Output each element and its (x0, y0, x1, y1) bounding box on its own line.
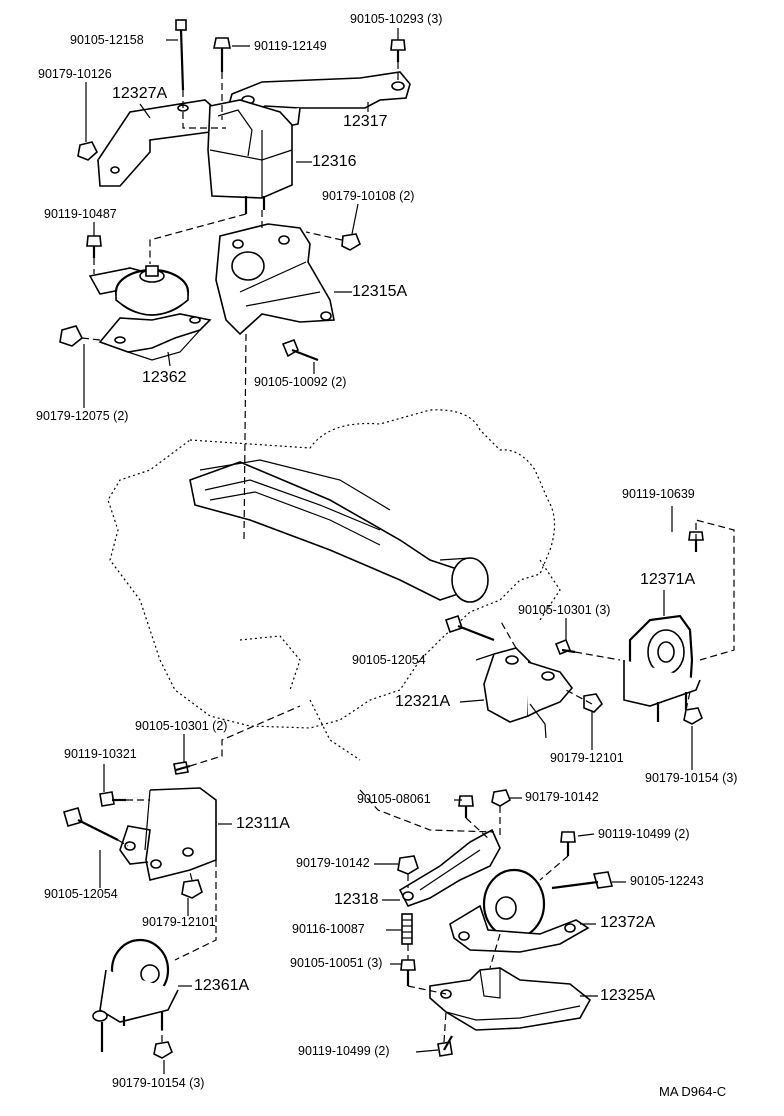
label-12317: 12317 (343, 113, 388, 130)
bracket-12315A (215, 223, 335, 336)
diagram-reference-code: MA D964-C (659, 1084, 727, 1099)
nut-90179-10126 (77, 141, 98, 161)
label-90105-10301-2: 90105-10301 (2) (135, 719, 228, 733)
bolt-90105-12054-left (63, 807, 119, 841)
bolt-90105-12243 (551, 871, 614, 890)
label-90105-10293: 90105-10293 (3) (350, 12, 443, 26)
bolt-90105-12158 (175, 19, 187, 91)
label-12325A: 12325A (600, 987, 656, 1004)
engine-mount-12361A (92, 938, 179, 1052)
label-90179-12101-left: 90179-12101 (142, 915, 216, 929)
bolt-90105-10301-left (173, 761, 191, 775)
label-90105-10092: 90105-10092 (2) (254, 375, 347, 389)
bracket-12321A (483, 647, 574, 739)
label-90119-10487: 90119-10487 (44, 207, 117, 221)
label-90179-10154-right: 90179-10154 (3) (645, 771, 738, 785)
bolt-90105-10051 (400, 959, 416, 986)
bolt-90105-08061 (458, 795, 474, 818)
label-90119-10499-bottom: 90119-10499 (2) (298, 1044, 390, 1058)
label-12327A: 12327A (112, 85, 168, 102)
label-90119-12149: 90119-12149 (254, 39, 327, 53)
label-90179-12101-right: 90179-12101 (550, 751, 624, 765)
label-12371A: 12371A (640, 571, 696, 588)
engine-mount-12372A (449, 868, 590, 953)
label-90179-10126: 90179-10126 (38, 67, 112, 81)
label-90116-10087: 90116-10087 (292, 922, 365, 936)
insulator-12316 (207, 99, 293, 214)
label-12361A: 12361A (194, 977, 250, 994)
bolt-90119-10487 (86, 235, 102, 258)
bolt-90105-12054-right (444, 614, 495, 642)
bracket-12318 (398, 828, 501, 907)
nut-90179-10108 (341, 233, 361, 251)
nut-90179-12101-left (181, 879, 203, 899)
engine-mount-12362 (88, 265, 212, 361)
label-90179-12075: 90179-12075 (2) (36, 409, 129, 423)
nut-90179-10142-top (491, 789, 511, 807)
nut-90179-10154-left (153, 1041, 173, 1059)
nut-90179-12075 (59, 325, 84, 347)
label-90105-12243: 90105-12243 (630, 874, 704, 888)
label-12321A: 12321A (395, 693, 451, 710)
label-90105-10301-3: 90105-10301 (3) (518, 603, 611, 617)
nut-90179-10154-right (683, 707, 703, 725)
assembly-dashed-lines (81, 62, 735, 1043)
label-90105-12054-left: 90105-12054 (44, 887, 118, 901)
engine-outline (107, 409, 561, 761)
label-90105-08061: 90105-08061 (357, 792, 431, 806)
bolt-90105-10301-right (554, 638, 576, 656)
leader-lines (83, 28, 693, 1074)
bracket-12327A (97, 99, 227, 187)
bolt-90116-10087 (401, 913, 413, 945)
nut-90179-12101-right (583, 693, 604, 713)
label-90179-10142-top: 90179-10142 (525, 790, 599, 804)
label-12362: 12362 (142, 369, 187, 386)
label-90119-10321: 90119-10321 (64, 747, 137, 761)
label-90119-10639: 90119-10639 (622, 487, 695, 501)
label-90179-10142-mid: 90179-10142 (296, 856, 370, 870)
bolt-90119-12149 (213, 37, 231, 72)
label-12372A: 12372A (600, 914, 656, 931)
bracket-12311A (119, 787, 217, 881)
engine-mount-12371A (623, 614, 701, 722)
label-12316: 12316 (312, 153, 357, 170)
label-90119-10499-top: 90119-10499 (2) (598, 827, 690, 841)
bracket-12325A (429, 967, 592, 1031)
label-90105-10051: 90105-10051 (3) (290, 956, 383, 970)
bolt-90105-10092 (281, 338, 319, 362)
bolt-90119-10321 (99, 791, 126, 807)
label-12315A: 12315A (352, 283, 408, 300)
label-90179-10108: 90179-10108 (2) (322, 189, 415, 203)
nut-90179-10142-mid (397, 855, 419, 875)
bolt-90119-10499-top (560, 831, 576, 856)
label-12311A: 12311A (236, 815, 290, 832)
bolt-90105-10293 (390, 39, 406, 62)
label-90105-12054-right: 90105-12054 (352, 653, 426, 667)
label-12318: 12318 (334, 891, 379, 908)
bolt-90119-10499-bottom (437, 1035, 453, 1057)
label-90179-10154-left: 90179-10154 (3) (112, 1076, 205, 1090)
label-90105-12158: 90105-12158 (70, 33, 144, 47)
